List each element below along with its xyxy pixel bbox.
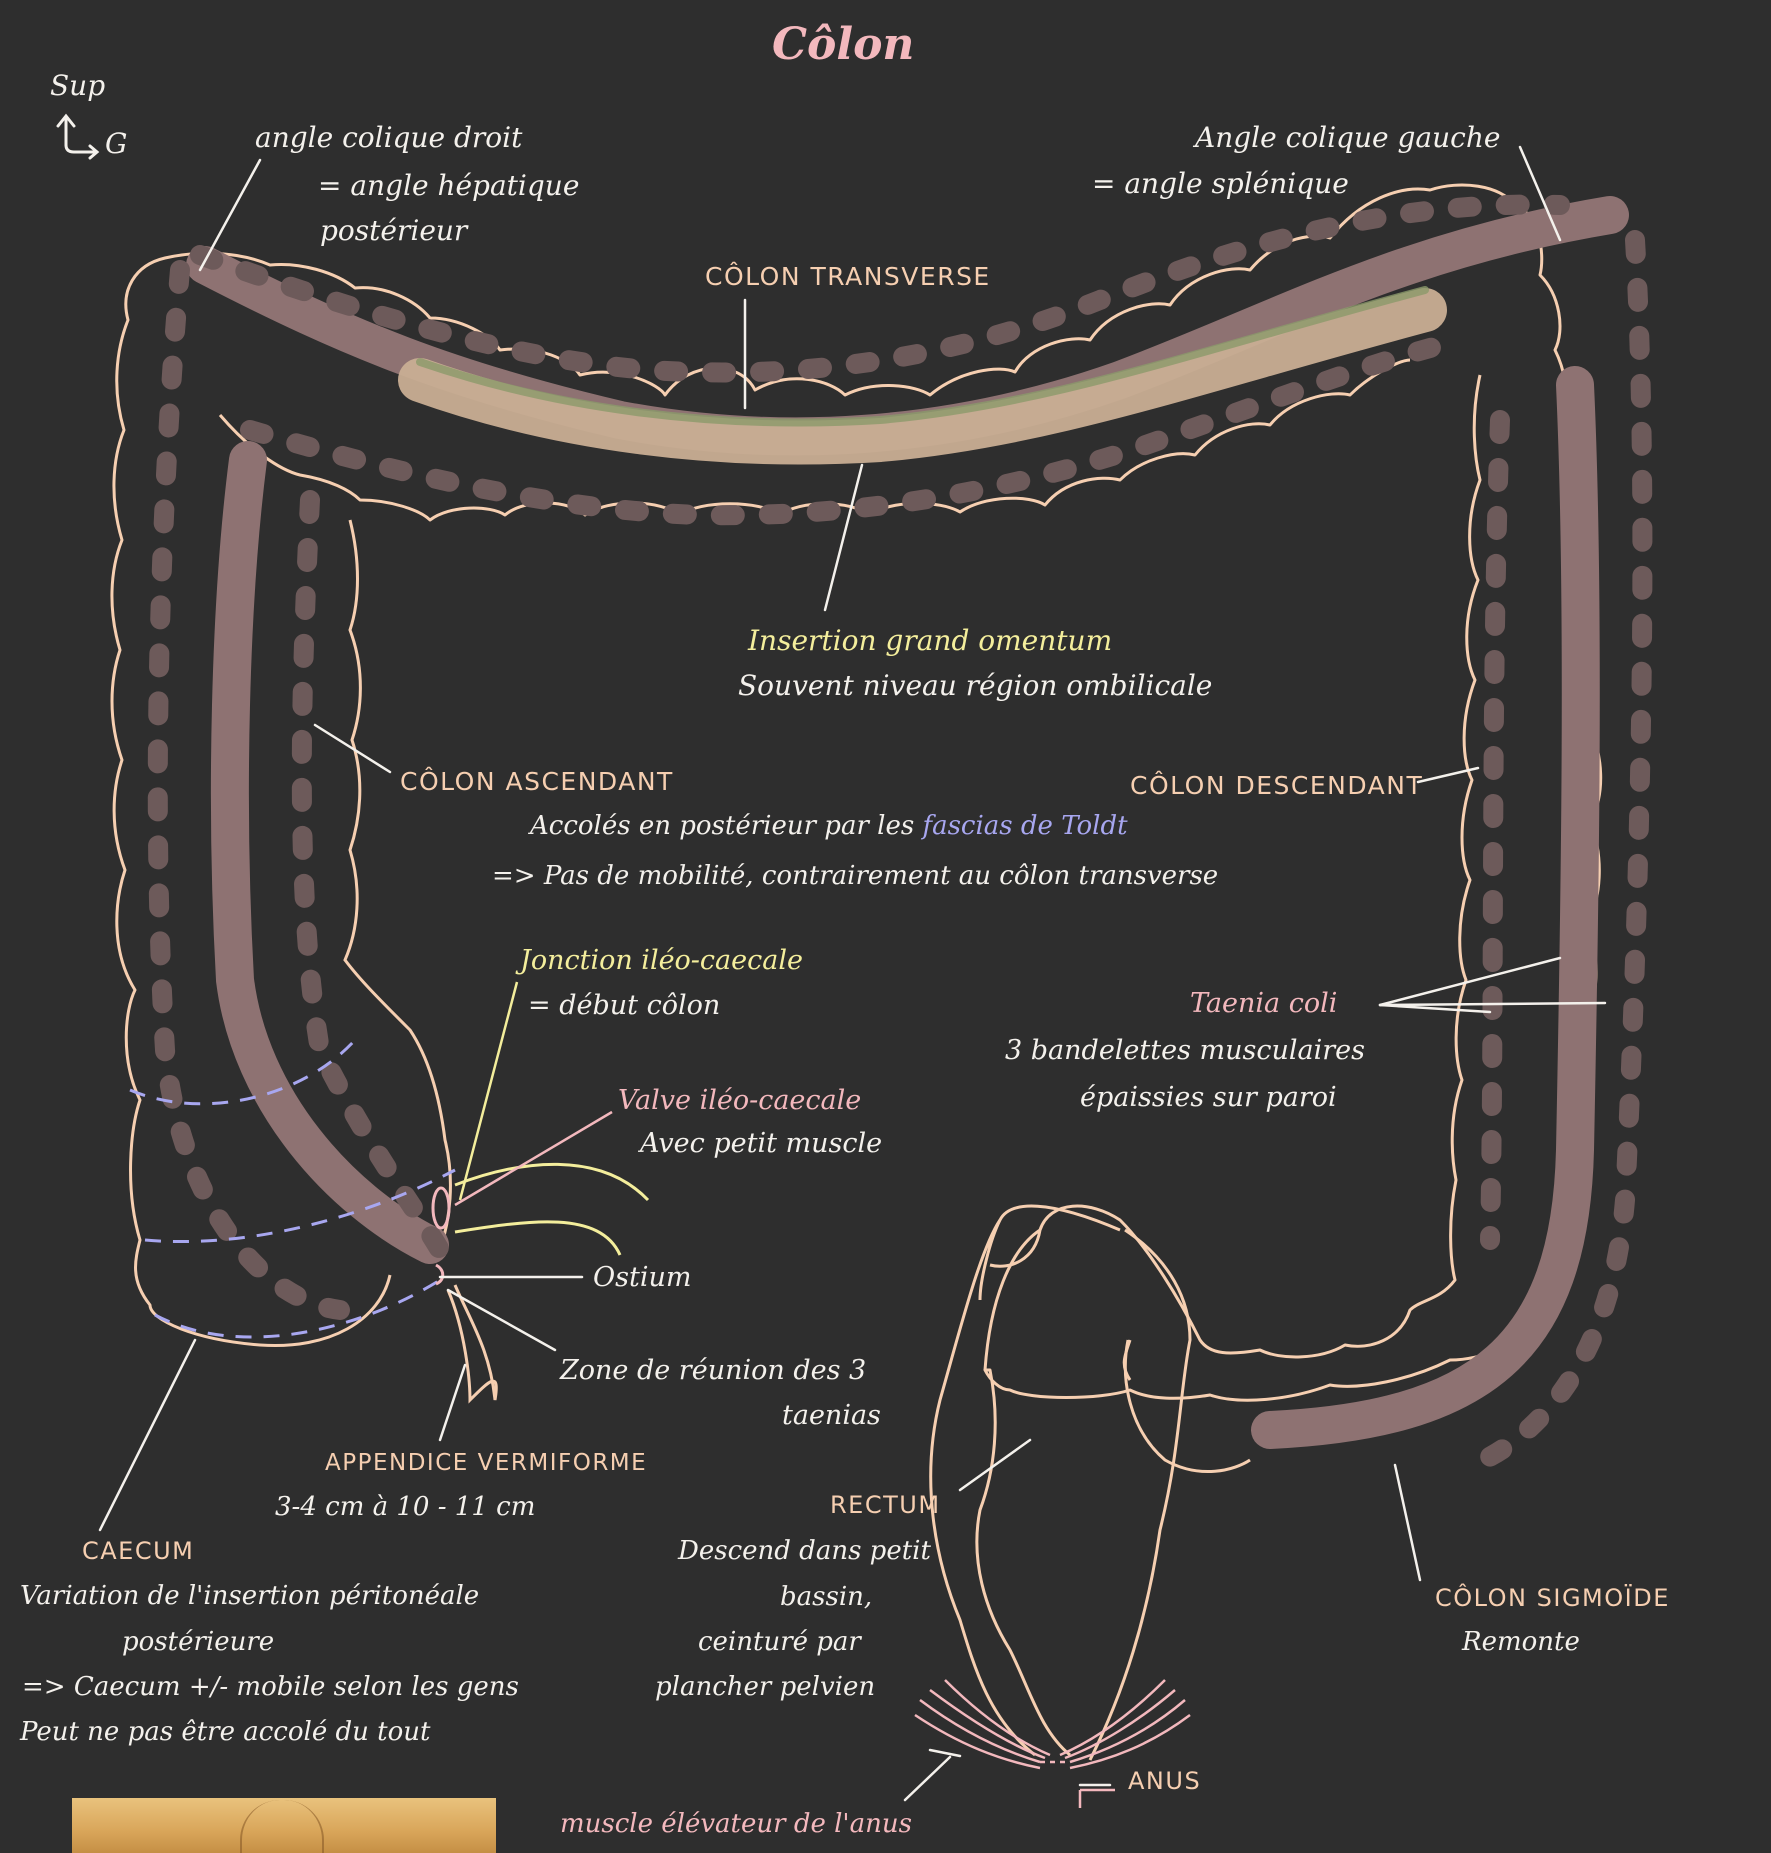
colon-descendant-label: CÔLON DESCENDANT: [1130, 771, 1424, 800]
taenia-band-ascendant: [210, 441, 449, 1264]
caecum-line4: Peut ne pas être accolé du tout: [20, 1717, 431, 1747]
caecum-title: CAECUM: [82, 1537, 195, 1565]
angle-droit-line1: angle colique droit: [255, 121, 523, 154]
leader-lines: [98, 145, 1607, 1802]
caecum-segment-lines: [129, 1038, 456, 1339]
anus-leader-line: [1078, 1788, 1115, 1808]
orientation-left-label: G: [105, 127, 128, 160]
angle-droit-line2: = angle hépatique: [318, 169, 580, 202]
taenia-line2: épaissies sur paroi: [1080, 1082, 1337, 1113]
anus-label: ANUS: [1128, 1767, 1202, 1795]
ostium-shape: [435, 1263, 445, 1286]
taenia-line1: 3 bandelettes musculaires: [1005, 1035, 1365, 1066]
taenia-dashes: [147, 194, 1653, 1480]
valve-line2: Avec petit muscle: [640, 1128, 883, 1159]
omentum-green-edge: [416, 286, 1429, 427]
appendice-line2: 3-4 cm à 10 - 11 cm: [275, 1492, 536, 1522]
page-title: Côlon: [772, 19, 915, 70]
taenia-band-descendant: [1251, 366, 1600, 1449]
jonction-leader-line: [458, 981, 519, 1201]
rectum-line2: bassin,: [780, 1582, 873, 1612]
valve-title: Valve iléo-caecale: [618, 1085, 862, 1116]
angle-gauche-line2: = angle splénique: [1092, 167, 1349, 200]
appendice-title: APPENDICE VERMIFORME: [325, 1450, 648, 1476]
colon-transverse-label: CÔLON TRANSVERSE: [705, 262, 991, 291]
rectum-title: RECTUM: [830, 1491, 941, 1519]
omentum-insertion-band: [398, 288, 1447, 465]
rectum-outline: [929, 1204, 1192, 1761]
rectum-line4: plancher pelvien: [655, 1672, 876, 1702]
caecum-line1: Variation de l'insertion péritonéale: [20, 1581, 480, 1611]
toldt-highlight: fascias de Toldt: [922, 811, 1128, 841]
toldt-line2: => Pas de mobilité, contrairement au côl…: [492, 861, 1219, 891]
ostium-label: Ostium: [593, 1262, 692, 1293]
taenia-title: Taenia coli: [1190, 988, 1338, 1019]
sigmoide-title: CÔLON SIGMOÏDE: [1435, 1584, 1670, 1612]
valve-leader-line: [454, 1110, 613, 1207]
colon-outline: [110, 183, 1603, 1757]
colon-ascendant-label: CÔLON ASCENDANT: [400, 767, 674, 796]
rectum-line1: Descend dans petit: [678, 1536, 931, 1566]
sigmoide-line2: Remonte: [1462, 1627, 1580, 1657]
orientation-sup-label: Sup: [50, 69, 106, 102]
sigmoid-loop: [983, 1228, 1041, 1371]
angle-gauche-line1: Angle colique gauche: [1195, 121, 1501, 154]
toldt-pre: Accolés en postérieur par les: [530, 811, 923, 841]
jonction-title: Jonction iléo-caecale: [520, 945, 803, 976]
orientation-arrow-icon: [56, 113, 100, 160]
ascendant-inner-outline: [343, 519, 452, 1251]
omentum-line2: Souvent niveau région ombilicale: [738, 669, 1213, 702]
rectum-line3: ceinturé par: [698, 1627, 861, 1657]
caecum-line2: postérieure: [122, 1627, 275, 1657]
muscle-elevateur-label: muscle élévateur de l'anus: [560, 1809, 912, 1839]
omentum-title: Insertion grand omentum: [748, 624, 1113, 657]
zone-line2: taenias: [782, 1400, 881, 1431]
ileum-lines: [454, 1162, 650, 1256]
muscle-elevateur-fibers: [914, 1679, 1191, 1770]
jonction-line2: = début côlon: [528, 990, 721, 1021]
zone-line1: Zone de réunion des 3: [560, 1355, 867, 1386]
toldt-line1: Accolés en postérieur par les fascias de…: [530, 811, 1128, 842]
valve-ileo-caecale-shape: [431, 1186, 451, 1230]
appendice-shape: [446, 1284, 498, 1404]
angle-droit-line3: postérieur: [320, 214, 468, 247]
rectum-inner-loop: [1123, 1339, 1251, 1474]
caecum-line3: => Caecum +/- mobile selon les gens: [22, 1672, 519, 1702]
